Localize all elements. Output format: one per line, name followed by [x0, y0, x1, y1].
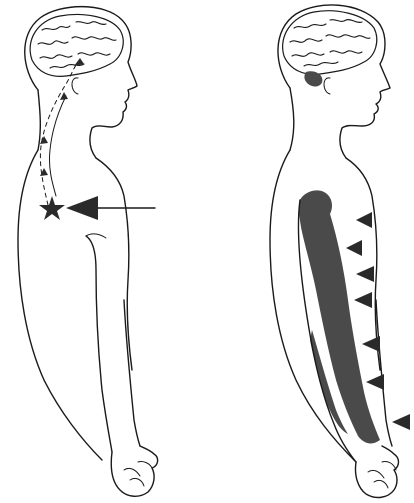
right-ear	[324, 78, 330, 94]
right-hand-outline	[355, 446, 398, 497]
pointer-arrow	[66, 196, 155, 220]
left-hand-outline	[111, 446, 157, 496]
right-figure	[270, 5, 410, 498]
arrowhead-icon	[66, 196, 98, 220]
arrowhead-icon	[362, 336, 380, 352]
left-neck-back	[38, 90, 40, 150]
right-neck-back	[290, 88, 294, 150]
left-ear	[72, 78, 78, 94]
left-shoulder-line	[86, 234, 106, 238]
left-torso-back	[18, 150, 102, 460]
spinal-pathway-arrows	[40, 58, 84, 205]
left-hand-fingers	[124, 461, 152, 486]
star-icon	[39, 196, 65, 220]
arrowhead-icon	[60, 92, 68, 100]
left-figure	[18, 7, 158, 497]
arrowhead-icon	[346, 240, 362, 256]
arrowhead-icon	[356, 212, 372, 228]
right-arm-inner	[376, 300, 392, 446]
arrowhead-icon	[356, 266, 374, 282]
left-brain-cortex	[30, 15, 123, 77]
arrowhead-icon	[392, 414, 410, 430]
left-arm-inner	[124, 300, 140, 446]
shoulder-arm-shaded-region	[299, 190, 380, 443]
arrowhead-icon	[354, 292, 372, 308]
arrowhead-icon	[366, 374, 384, 390]
arrowhead-icon	[40, 136, 48, 144]
right-hand-fingers	[368, 461, 396, 488]
left-arm-outline	[86, 236, 112, 452]
